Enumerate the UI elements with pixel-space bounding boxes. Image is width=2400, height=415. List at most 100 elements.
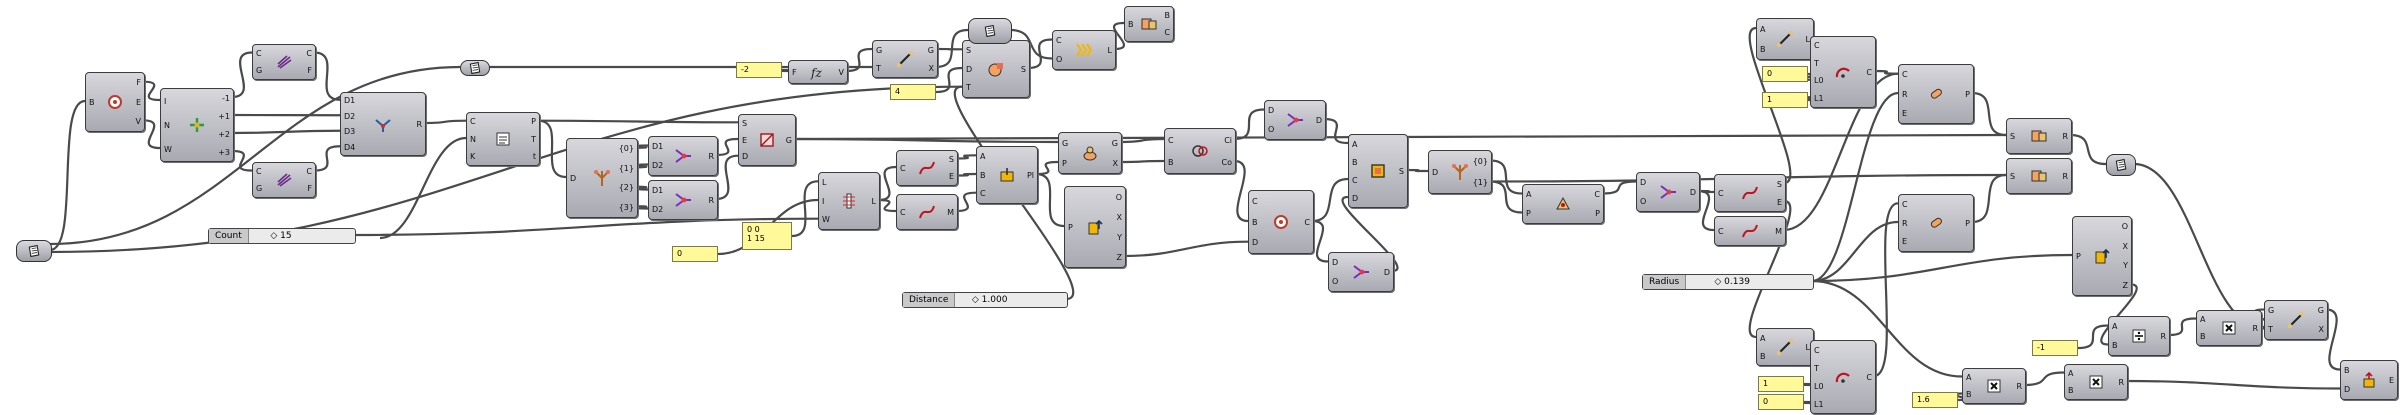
output-label: V [838, 67, 844, 77]
panel-p_0[interactable]: 0 [672, 246, 718, 262]
wire [423, 119, 467, 125]
slider-distance[interactable]: Distance◇ 1.000 [902, 292, 1068, 308]
multiply-icon [1987, 379, 2001, 393]
output-label: t [532, 151, 536, 161]
input-label: A [2200, 315, 2206, 324]
output-label: {0} [1472, 157, 1488, 166]
panel-p_0c[interactable]: 0 [1758, 394, 1804, 410]
circle-icon [108, 95, 122, 109]
panel-p_neg2[interactable]: -2 [736, 62, 782, 78]
input-label: L0 [1814, 381, 1824, 391]
merge-icon [1287, 113, 1303, 127]
relay-param[interactable] [460, 60, 490, 76]
input-label: A [2112, 322, 2118, 331]
output-label: L [1107, 45, 1112, 55]
input-label: L0 [1814, 76, 1824, 86]
brep-icon [2031, 130, 2047, 142]
output-label: C [1304, 217, 1310, 227]
input-label: C [1814, 41, 1820, 51]
input-label: D [1432, 167, 1439, 177]
viewer-param-3[interactable] [2106, 154, 2136, 176]
panel-p_neg1[interactable]: -1 [2032, 340, 2078, 356]
output-label: T [531, 134, 536, 144]
wire [1783, 72, 1899, 232]
input-label: D [742, 152, 749, 162]
input-label: K [470, 151, 476, 161]
panel-p_1[interactable]: 1 [1762, 92, 1808, 108]
wire [2125, 379, 2341, 390]
surface-icon [760, 133, 774, 147]
wire [1112, 21, 1126, 51]
curve-icon [919, 205, 935, 219]
area-icon [1556, 196, 1570, 210]
component-explode-tree[interactable]: D{0}{1}{2}{3} [566, 138, 638, 218]
panel-p_0b[interactable]: 0 [1762, 66, 1808, 82]
output-label: -1 [222, 93, 230, 103]
input-label: I [822, 196, 825, 206]
panel-p_16[interactable]: 1.6 [1912, 392, 1958, 408]
input-label: B [2344, 366, 2350, 375]
component-explode-tree[interactable]: D{0}{1} [1428, 150, 1492, 194]
pipe-icon [1930, 217, 1942, 228]
panel-p_1b[interactable]: 1 [1758, 376, 1804, 392]
svg-text:fz: fz [810, 66, 822, 80]
viewer-param-1[interactable] [16, 240, 52, 262]
viewer-param-2[interactable] [968, 18, 1012, 44]
slider-count[interactable]: Count◇ 15 [208, 228, 356, 244]
output-label: {2} [618, 183, 634, 193]
output-label: C [1164, 28, 1170, 37]
panel-p_4[interactable]: 4 [890, 84, 936, 100]
data-viewer-icon [469, 61, 481, 75]
output-label: S [1776, 179, 1782, 189]
output-label: C [306, 49, 312, 58]
slider-radius[interactable]: Radius◇ 0.139 [1642, 274, 1814, 290]
output-label: V [135, 116, 141, 126]
